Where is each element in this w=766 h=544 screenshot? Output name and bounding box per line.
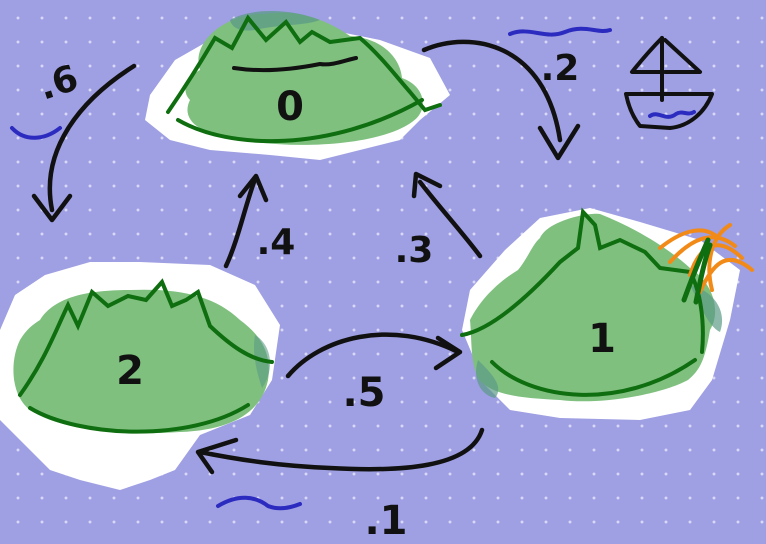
node-2-label: 2 <box>116 348 144 394</box>
island-node-2: 2 <box>13 278 274 434</box>
edge-1-to-2-label: .1 <box>364 498 407 544</box>
island-0-outline <box>166 14 442 114</box>
edge-0-to-1-label: .2 <box>541 48 580 89</box>
edge-1-to-2 <box>197 427 485 472</box>
edge-1-to-2-arrowhead <box>195 437 239 475</box>
edge-2-to-0-arrowhead <box>237 173 269 203</box>
sailboat-icon <box>624 36 714 130</box>
edge-1-to-0 <box>417 179 483 259</box>
palm-tree-icon <box>658 223 754 305</box>
edge-0-to-1-arrowhead <box>537 123 581 161</box>
edge-2-to-0 <box>223 179 257 269</box>
edge-2-to-1-label: .5 <box>342 370 385 416</box>
island-2-shore <box>28 403 250 434</box>
edge-0-to-2-label: .6 <box>34 58 84 109</box>
island-1-shore <box>490 358 697 397</box>
edge-2-to-1-arrowhead <box>433 335 463 371</box>
island-2-outline <box>18 278 274 397</box>
edge-0-to-2-arrowhead <box>31 193 73 223</box>
island-0-shore <box>176 98 424 144</box>
edge-1-to-0-arrowhead <box>411 171 443 199</box>
island-node-0: 0 <box>166 11 442 145</box>
edge-2-to-0-label: .4 <box>257 222 296 263</box>
island-1-outline <box>460 207 705 354</box>
node-1-label: 1 <box>588 316 616 362</box>
island-node-1: 1 <box>460 207 723 402</box>
island-0-land <box>185 12 423 145</box>
wave-icon <box>10 26 612 511</box>
edge-0-to-2 <box>47 63 137 213</box>
node-0-label: 0 <box>276 84 304 130</box>
edge-2-to-1 <box>285 332 461 379</box>
edge-1-to-0-label: .3 <box>395 230 434 271</box>
edges <box>31 39 581 475</box>
island-0-ridge <box>232 56 358 73</box>
edge-0-to-1 <box>421 39 563 143</box>
